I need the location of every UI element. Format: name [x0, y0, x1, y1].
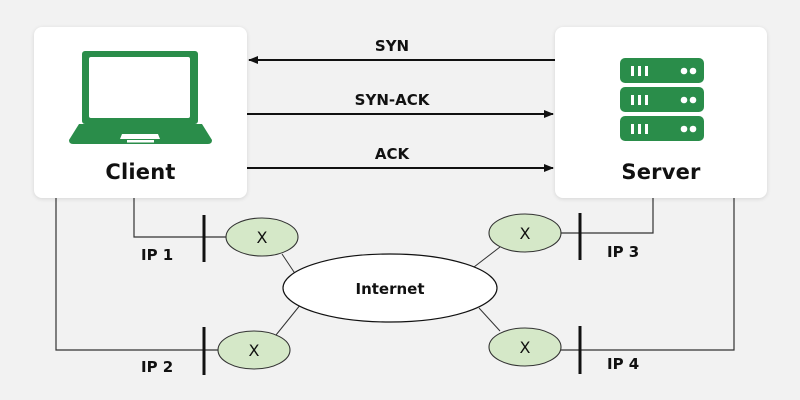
ip1-label: IP 1: [141, 246, 173, 264]
link-ip4-internet: [478, 307, 501, 332]
link-ip2-internet: [275, 303, 302, 336]
router-node-label: X: [520, 338, 531, 357]
internet-label: Internet: [355, 280, 424, 298]
router-node-label: X: [257, 228, 268, 247]
server-rack-icon: [620, 58, 704, 141]
server-wire-ip4: [561, 198, 735, 351]
client-wire-ip1: [133, 198, 230, 238]
router-node-ip4: X: [488, 327, 562, 367]
laptop-icon: [69, 51, 212, 144]
client-card: Client: [34, 27, 247, 198]
link-ip1-internet: [281, 253, 297, 276]
client-wire-ip2: [55, 198, 220, 351]
ack-label: ACK: [375, 145, 411, 163]
server-card: Server: [555, 27, 767, 198]
ip4-label: IP 4: [607, 355, 639, 373]
server-label: Server: [621, 160, 701, 184]
syn-ack-label: SYN-ACK: [355, 91, 431, 109]
internet-ellipse: [282, 253, 498, 323]
syn-label: SYN: [375, 37, 409, 55]
router-node-ip1: X: [225, 217, 299, 257]
link-ip3-internet: [473, 246, 501, 268]
ip2-label: IP 2: [141, 358, 173, 376]
client-label: Client: [105, 160, 176, 184]
router-node-label: X: [520, 224, 531, 243]
ip3-label: IP 3: [607, 243, 639, 261]
router-node-ip3: X: [488, 213, 562, 253]
router-node-label: X: [249, 341, 260, 360]
server-wire-ip3: [561, 198, 654, 234]
router-node-ip2: X: [217, 330, 291, 370]
